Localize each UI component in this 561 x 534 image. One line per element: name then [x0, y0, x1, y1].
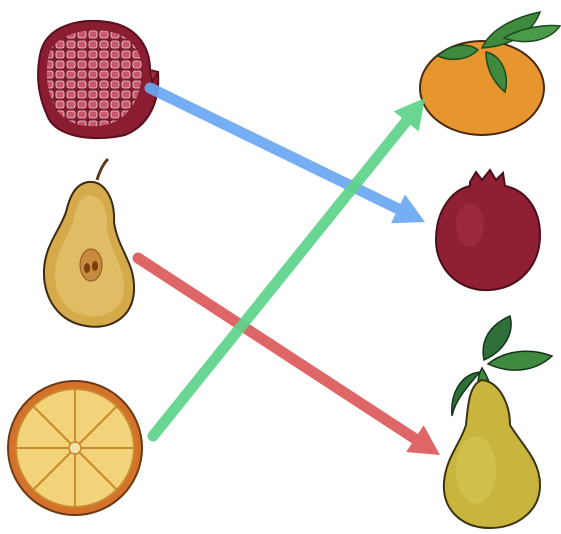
- arrow-shaft: [153, 121, 406, 436]
- cut-orange-icon: [8, 381, 142, 515]
- cut-pear-icon: [44, 159, 134, 327]
- arrow-orange-cut-to-orange-whole: [153, 98, 425, 436]
- whole-pomegranate-icon: [436, 170, 540, 290]
- whole-orange-icon: [420, 12, 560, 135]
- whole-pear-icon: [444, 316, 552, 528]
- arrow-pear-cut-to-pear-whole: [138, 258, 440, 455]
- cut-pomegranate-icon: [38, 21, 158, 138]
- arrow-shaft: [150, 88, 398, 209]
- connection-arrows: [138, 88, 440, 455]
